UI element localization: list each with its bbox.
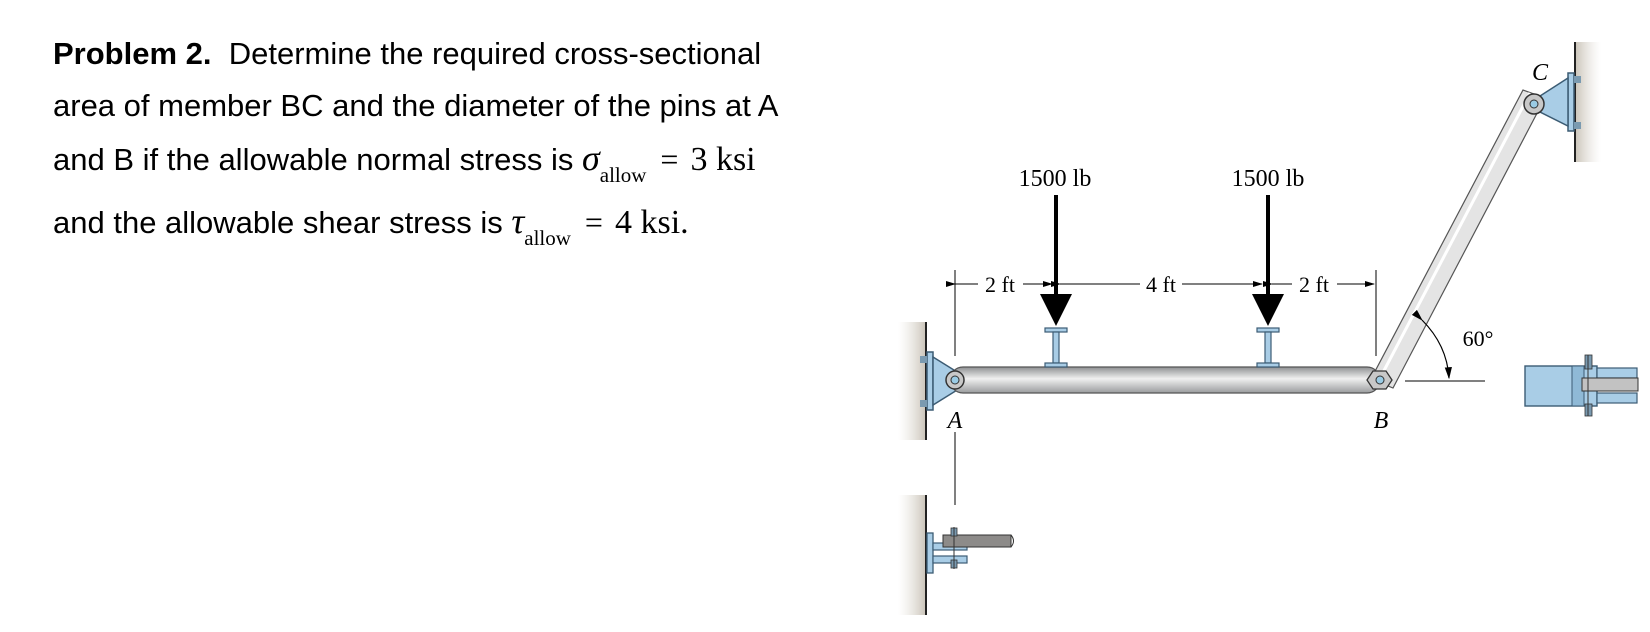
point-label-a: A <box>946 408 963 434</box>
dimension-label-3: 2 ft <box>1299 272 1329 297</box>
dimension-lines <box>946 270 1485 505</box>
wall-a <box>898 322 927 440</box>
load-label-1: 1500 lb <box>1019 166 1092 192</box>
problem-label: Problem 2. <box>53 36 212 71</box>
i-beam-hanger-2 <box>1256 327 1280 368</box>
tau-subscript: allow <box>524 226 571 250</box>
detail-pin-a-side-view <box>898 495 1014 615</box>
sigma-subscript: allow <box>599 163 647 187</box>
pin-a <box>945 370 965 390</box>
point-label-c: C <box>1532 60 1549 86</box>
tau-symbol: τ <box>511 201 525 241</box>
tau-equals: = <box>584 204 603 240</box>
dimension-label-1: 2 ft <box>985 272 1015 297</box>
dimension-label-2: 4 ft <box>1146 272 1176 297</box>
support-bracket-c <box>1539 72 1581 132</box>
wall-c <box>1574 42 1601 162</box>
problem-line-2: area of member BC and the diameter of th… <box>53 80 853 132</box>
beam-ab <box>949 366 1381 394</box>
point-label-b: B <box>1374 408 1389 434</box>
problem-text-1: Determine the required cross-sectional <box>228 36 762 71</box>
i-beam-hanger-1 <box>1044 327 1068 368</box>
angle-arc <box>1411 309 1452 380</box>
problem-text-4: and the allowable shear stress is <box>53 205 503 240</box>
tau-value: 4 ksi <box>614 204 681 241</box>
problem-line-3: and B if the allowable normal stress is … <box>53 132 853 189</box>
pin-b <box>1366 370 1393 390</box>
problem-line-4: and the allowable shear stress is τallow… <box>53 195 853 252</box>
problem-statement: Problem 2. Determine the required cross-… <box>53 28 853 252</box>
sigma-symbol: σ <box>581 138 600 178</box>
member-bc <box>1370 89 1546 389</box>
load-label-2: 1500 lb <box>1232 166 1305 192</box>
detail-pin-b-clevis-view <box>1524 354 1639 417</box>
problem-text-2: area of member BC and the diameter of th… <box>53 88 779 123</box>
sigma-value: 3 ksi <box>690 141 756 178</box>
pin-c <box>1523 93 1545 115</box>
period: . <box>680 204 689 241</box>
problem-line-1: Problem 2. Determine the required cross-… <box>53 28 853 80</box>
problem-text-3: and B if the allowable normal stress is <box>53 142 574 177</box>
angle-label: 60° <box>1463 326 1494 351</box>
sigma-equals: = <box>660 141 679 177</box>
